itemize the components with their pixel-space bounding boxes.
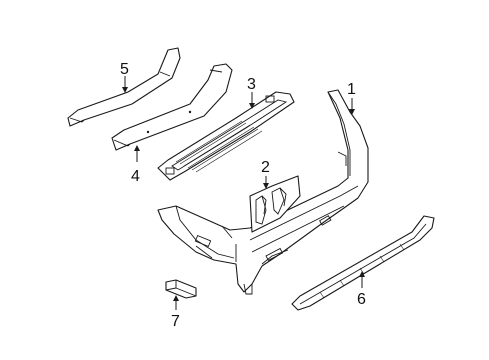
callout-6: 6 bbox=[357, 291, 366, 308]
part-7-reflector bbox=[165, 279, 197, 299]
part-3-step-pad bbox=[157, 91, 295, 181]
callout-1: 1 bbox=[347, 81, 356, 98]
callout-7: 7 bbox=[171, 313, 180, 330]
part-2-brackets bbox=[249, 175, 301, 233]
callout-2: 2 bbox=[261, 159, 270, 176]
part-4-reinforcement bbox=[111, 63, 233, 151]
callout-5: 5 bbox=[120, 61, 129, 78]
callout-3: 3 bbox=[247, 76, 256, 93]
part-6-sill-plate bbox=[291, 215, 435, 311]
part-1-bumper-cover bbox=[157, 89, 369, 295]
callout-4: 4 bbox=[131, 168, 140, 185]
leader-lines bbox=[122, 76, 365, 310]
part-5-energy-absorber bbox=[67, 47, 181, 127]
